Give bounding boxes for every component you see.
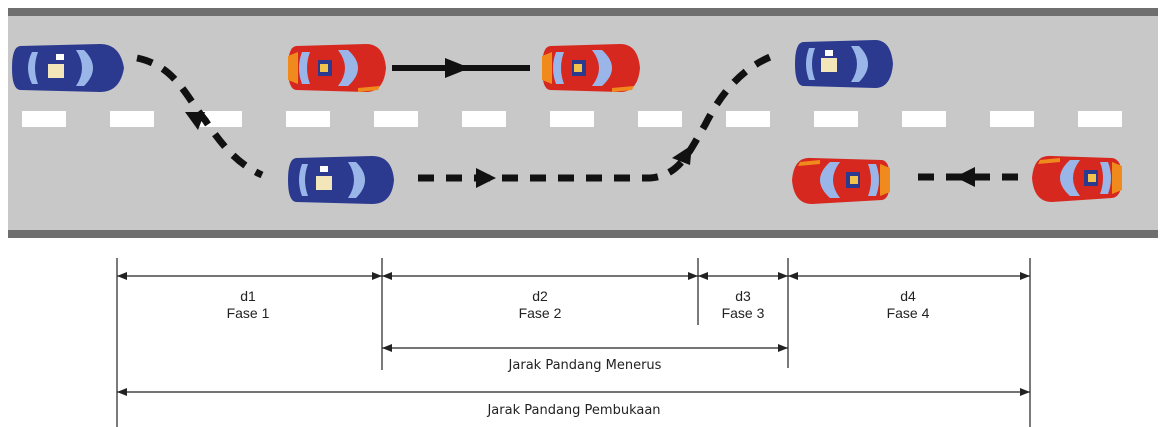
car-topview-icon — [288, 44, 386, 92]
dimension-lines — [116, 258, 1031, 427]
car-topview-icon — [288, 156, 394, 204]
lane-marking-dash — [1078, 111, 1122, 127]
lane-marking-dash — [374, 111, 418, 127]
road-edge-bottom — [8, 230, 1158, 238]
arrowhead-icon — [476, 168, 496, 188]
car-topview-icon — [12, 44, 124, 92]
overtake-path-opposite-lane — [418, 53, 772, 182]
arrowhead-icon — [672, 145, 692, 165]
lane-marking-dash — [726, 111, 770, 127]
lane-marking-dash — [22, 111, 66, 127]
car-topview-icon — [542, 44, 640, 92]
lane-marking-dash — [550, 111, 594, 127]
lane-marking-dash — [990, 111, 1034, 127]
lane-marking-dash — [110, 111, 154, 127]
lane-marking-dash — [902, 111, 946, 127]
center-lane-markings — [22, 111, 1122, 127]
lane-marking-dash — [638, 111, 682, 127]
overtake-path-1 — [136, 54, 264, 179]
lane-marking-dash — [462, 111, 506, 127]
car-topview-icon — [795, 40, 893, 88]
path-arrows — [185, 58, 975, 188]
arrowhead-icon — [955, 167, 975, 187]
car-topview-icon — [792, 157, 890, 204]
lane-marking-dash — [814, 111, 858, 127]
arrowhead-icon — [185, 112, 205, 130]
road-edge-top — [8, 8, 1158, 16]
arrowhead-icon — [445, 58, 470, 78]
car-topview-icon — [1032, 155, 1122, 202]
lane-marking-dash — [286, 111, 330, 127]
road — [8, 8, 1158, 238]
